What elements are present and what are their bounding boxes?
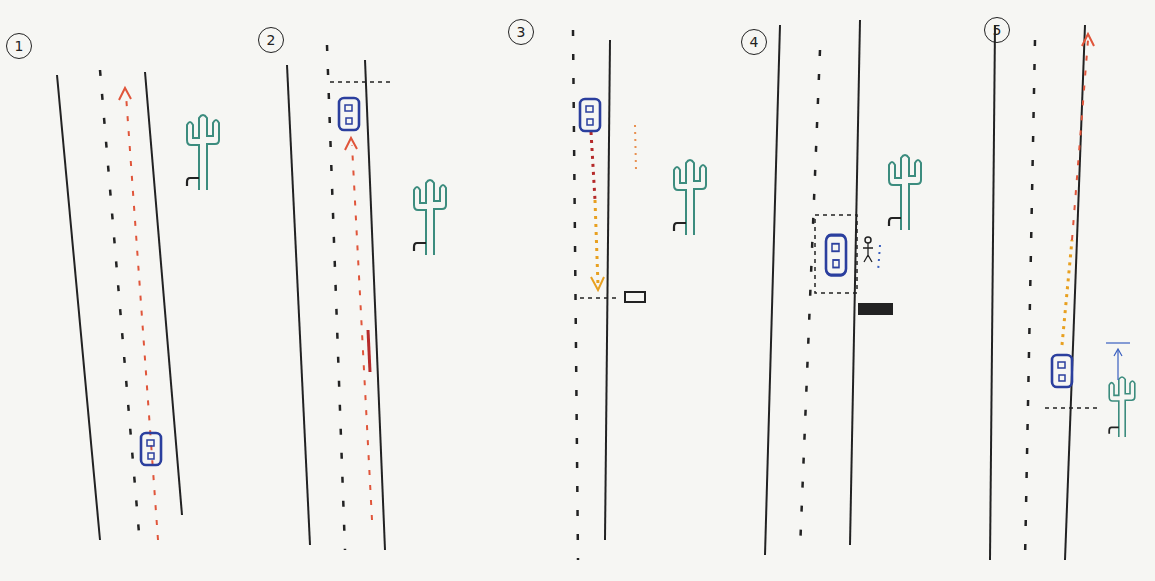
- panel-four: [765, 20, 921, 555]
- panel-five: [990, 25, 1135, 560]
- callout-number: 2: [258, 27, 284, 53]
- panel-one: [57, 70, 219, 545]
- panel-three: [573, 30, 706, 560]
- callout-number: 1: [6, 33, 32, 59]
- callout-number: 4: [741, 29, 767, 55]
- callout-number: 3: [508, 19, 534, 45]
- callout-number: 5: [984, 17, 1010, 43]
- panel-two: [287, 45, 446, 550]
